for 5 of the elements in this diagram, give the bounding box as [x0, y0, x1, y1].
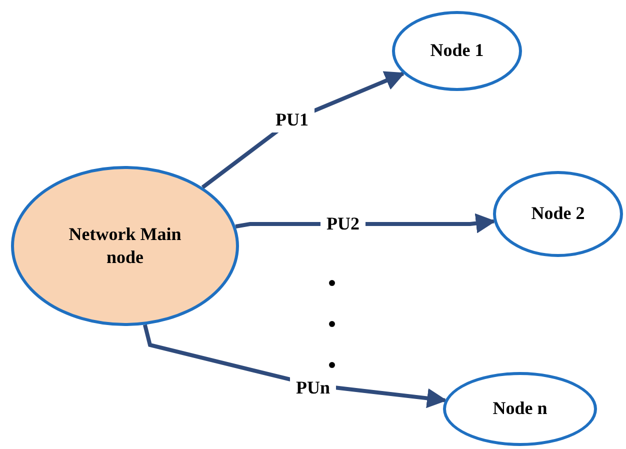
- node-label: Node 2: [531, 202, 585, 226]
- node-label: Node 1: [430, 39, 484, 62]
- node-label: Network Main node: [68, 222, 182, 269]
- edge-label: PU1: [270, 108, 314, 132]
- node-label: Node n: [492, 397, 548, 420]
